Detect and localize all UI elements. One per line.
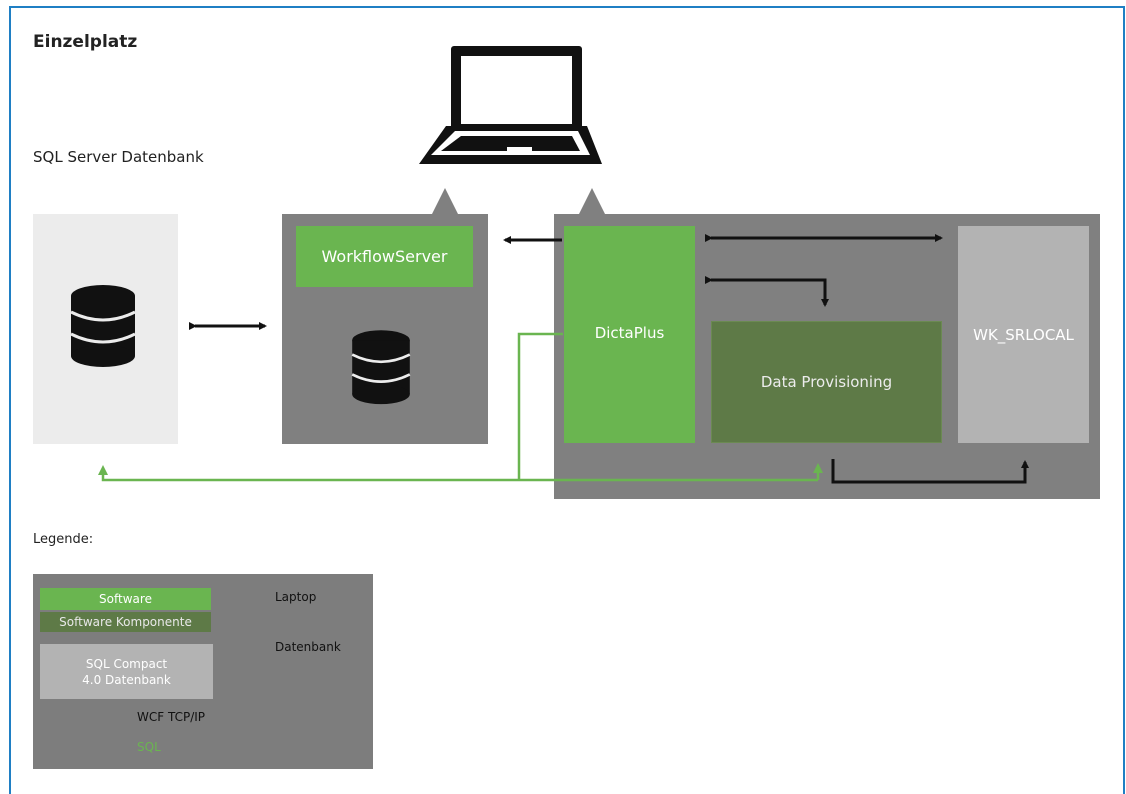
- dicta-connector-triangle: [579, 188, 605, 214]
- legend-sql-compact: SQL Compact 4.0 Datenbank: [40, 644, 213, 699]
- diagram-frame: [9, 6, 1125, 794]
- workflow-server-label: WorkflowServer: [296, 226, 473, 287]
- laptop-icon: [419, 46, 602, 164]
- dictaplus-box: DictaPlus: [564, 226, 695, 443]
- legend-datenbank-label: Datenbank: [275, 640, 341, 654]
- wf-connector-triangle: [432, 188, 458, 214]
- legend-software: Software: [40, 588, 211, 610]
- legend-sql-label: SQL: [137, 740, 161, 754]
- data-provisioning-box: Data Provisioning: [711, 321, 942, 443]
- legend-sql-compact-line2: 4.0 Datenbank: [82, 672, 171, 687]
- sql-server-label: SQL Server Datenbank: [33, 148, 204, 166]
- diagram-title: Einzelplatz: [33, 32, 138, 52]
- database-icon: [69, 283, 137, 369]
- legend-sql-compact-line1: SQL Compact: [85, 656, 168, 671]
- wk-srlocal-box: WK_SRLOCAL: [958, 226, 1089, 443]
- legend-software-komponente: Software Komponente: [40, 612, 211, 632]
- legend-wcf-label: WCF TCP/IP: [137, 710, 206, 724]
- dicta-provision-arrow: [705, 276, 829, 307]
- legend-title: Legende:: [33, 532, 94, 547]
- database-icon: [350, 328, 412, 406]
- legend-laptop-label: Laptop: [275, 590, 317, 604]
- provision-wk-arrow: [831, 459, 1029, 484]
- sql-line-to-sqlserver: [98, 465, 818, 482]
- sql-line-dicta: [517, 332, 563, 480]
